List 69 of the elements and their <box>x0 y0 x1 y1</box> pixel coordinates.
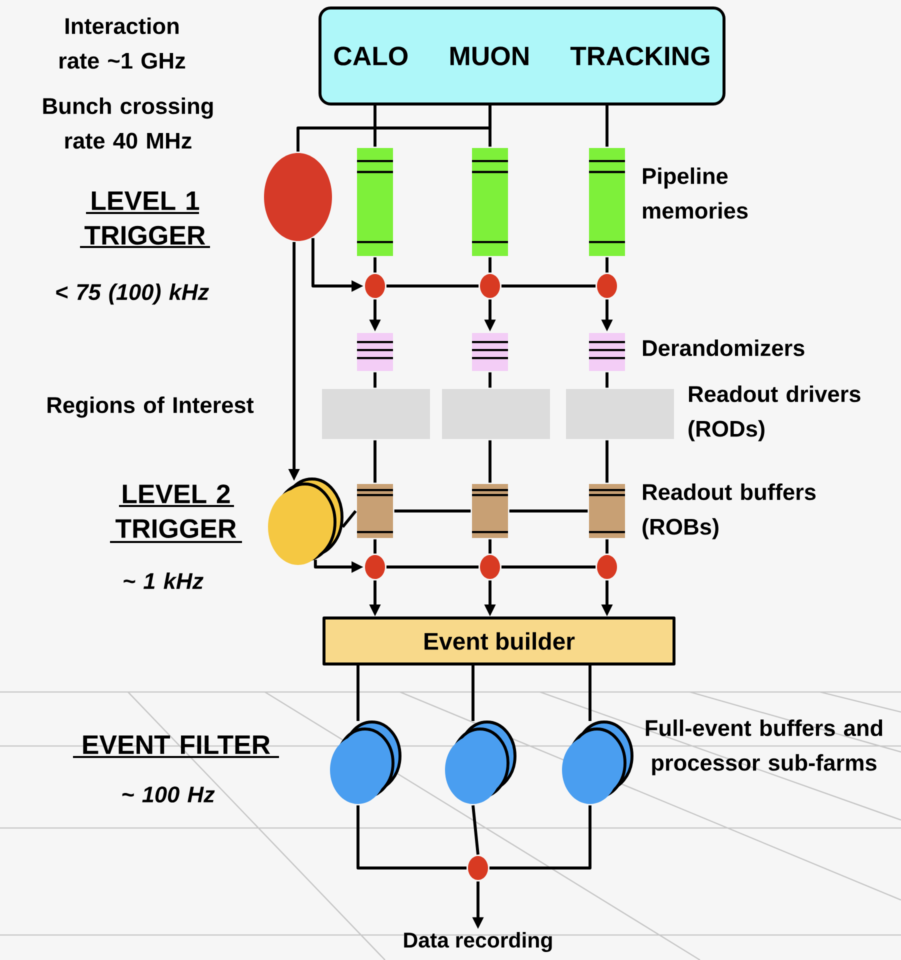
derandomizer-box <box>589 333 625 371</box>
detector-box: CALO MUON TRACKING <box>318 6 726 106</box>
connector-line <box>501 566 596 568</box>
trigger-heading: EVENT FILTER <box>73 735 279 758</box>
connector-line <box>606 372 608 388</box>
junction-dot <box>365 274 385 298</box>
connector-line <box>394 510 471 512</box>
connector-line <box>606 539 608 554</box>
connector-line <box>488 257 492 273</box>
trigger-heading: LEVEL 1 TRIGGER <box>80 191 210 248</box>
readout-buffer-box <box>589 484 625 538</box>
rate-label: ~ 1 kHz <box>124 572 204 589</box>
connector-line <box>374 105 376 147</box>
rate-label: ~ 100 Hz <box>122 786 215 803</box>
readout-driver-box <box>566 389 674 439</box>
connector-line <box>356 665 360 721</box>
rate-label: < 75 (100) kHz <box>56 283 209 305</box>
processor-stack <box>330 720 402 804</box>
connector-line <box>489 805 592 870</box>
connector-line <box>488 539 492 554</box>
pipeline-memory-bar <box>357 148 393 256</box>
connector-line <box>472 665 474 721</box>
connector-line <box>501 284 596 288</box>
junction-dot <box>480 274 500 298</box>
connector-line <box>374 372 376 388</box>
processor-stack <box>562 720 634 804</box>
event-builder-box: Event builder <box>322 616 676 666</box>
connector-line <box>488 372 492 388</box>
rate-label: Interaction rate ~1 GHz <box>60 17 186 69</box>
connector-line <box>374 257 376 273</box>
stage-label: Derandomizers <box>643 339 804 356</box>
stage-label: Full-event buffers and processor sub-farms <box>646 719 882 776</box>
readout-buffer-box <box>472 484 508 538</box>
stage-label: Pipeline memories <box>642 167 748 219</box>
connector-line <box>356 805 467 870</box>
junction-dot <box>597 274 617 298</box>
connector-line <box>509 510 588 512</box>
derandomizer-box <box>357 333 393 371</box>
connector-line <box>472 805 480 855</box>
connector-line <box>386 284 479 288</box>
connector-line <box>296 105 492 152</box>
readout-buffer-box <box>357 484 393 538</box>
processor-stack <box>445 720 516 804</box>
stage-label: Readout buffers (ROBs) <box>642 483 816 540</box>
readout-driver-box <box>322 389 430 439</box>
pipeline-memory-bar <box>472 148 508 256</box>
signal-label: Regions of Interest <box>48 396 254 418</box>
connector-line <box>386 566 479 568</box>
rate-label: Bunch crossing rate 40 MHz <box>43 97 213 149</box>
connector-line <box>588 665 592 721</box>
junction-dot <box>480 555 500 579</box>
connector-line <box>606 105 608 147</box>
output-label: Data recording <box>404 932 552 952</box>
junction-dot <box>597 555 617 579</box>
connector-line <box>606 440 608 483</box>
junction-dot <box>365 555 385 579</box>
pipeline-memory-bar <box>589 148 625 256</box>
connector-line <box>488 440 492 483</box>
processor-stack <box>268 478 344 565</box>
trigger-heading: LEVEL 2 TRIGGER <box>110 484 242 543</box>
connector-line <box>374 539 376 554</box>
connector-line <box>374 440 376 483</box>
junction-dot <box>468 856 488 880</box>
derandomizer-box <box>472 333 508 371</box>
connector-line <box>342 510 357 528</box>
connector-line <box>606 257 608 273</box>
stage-label: Readout drivers (RODs) <box>688 385 860 442</box>
readout-driver-box <box>442 389 550 439</box>
trigger-ellipse <box>264 153 332 241</box>
